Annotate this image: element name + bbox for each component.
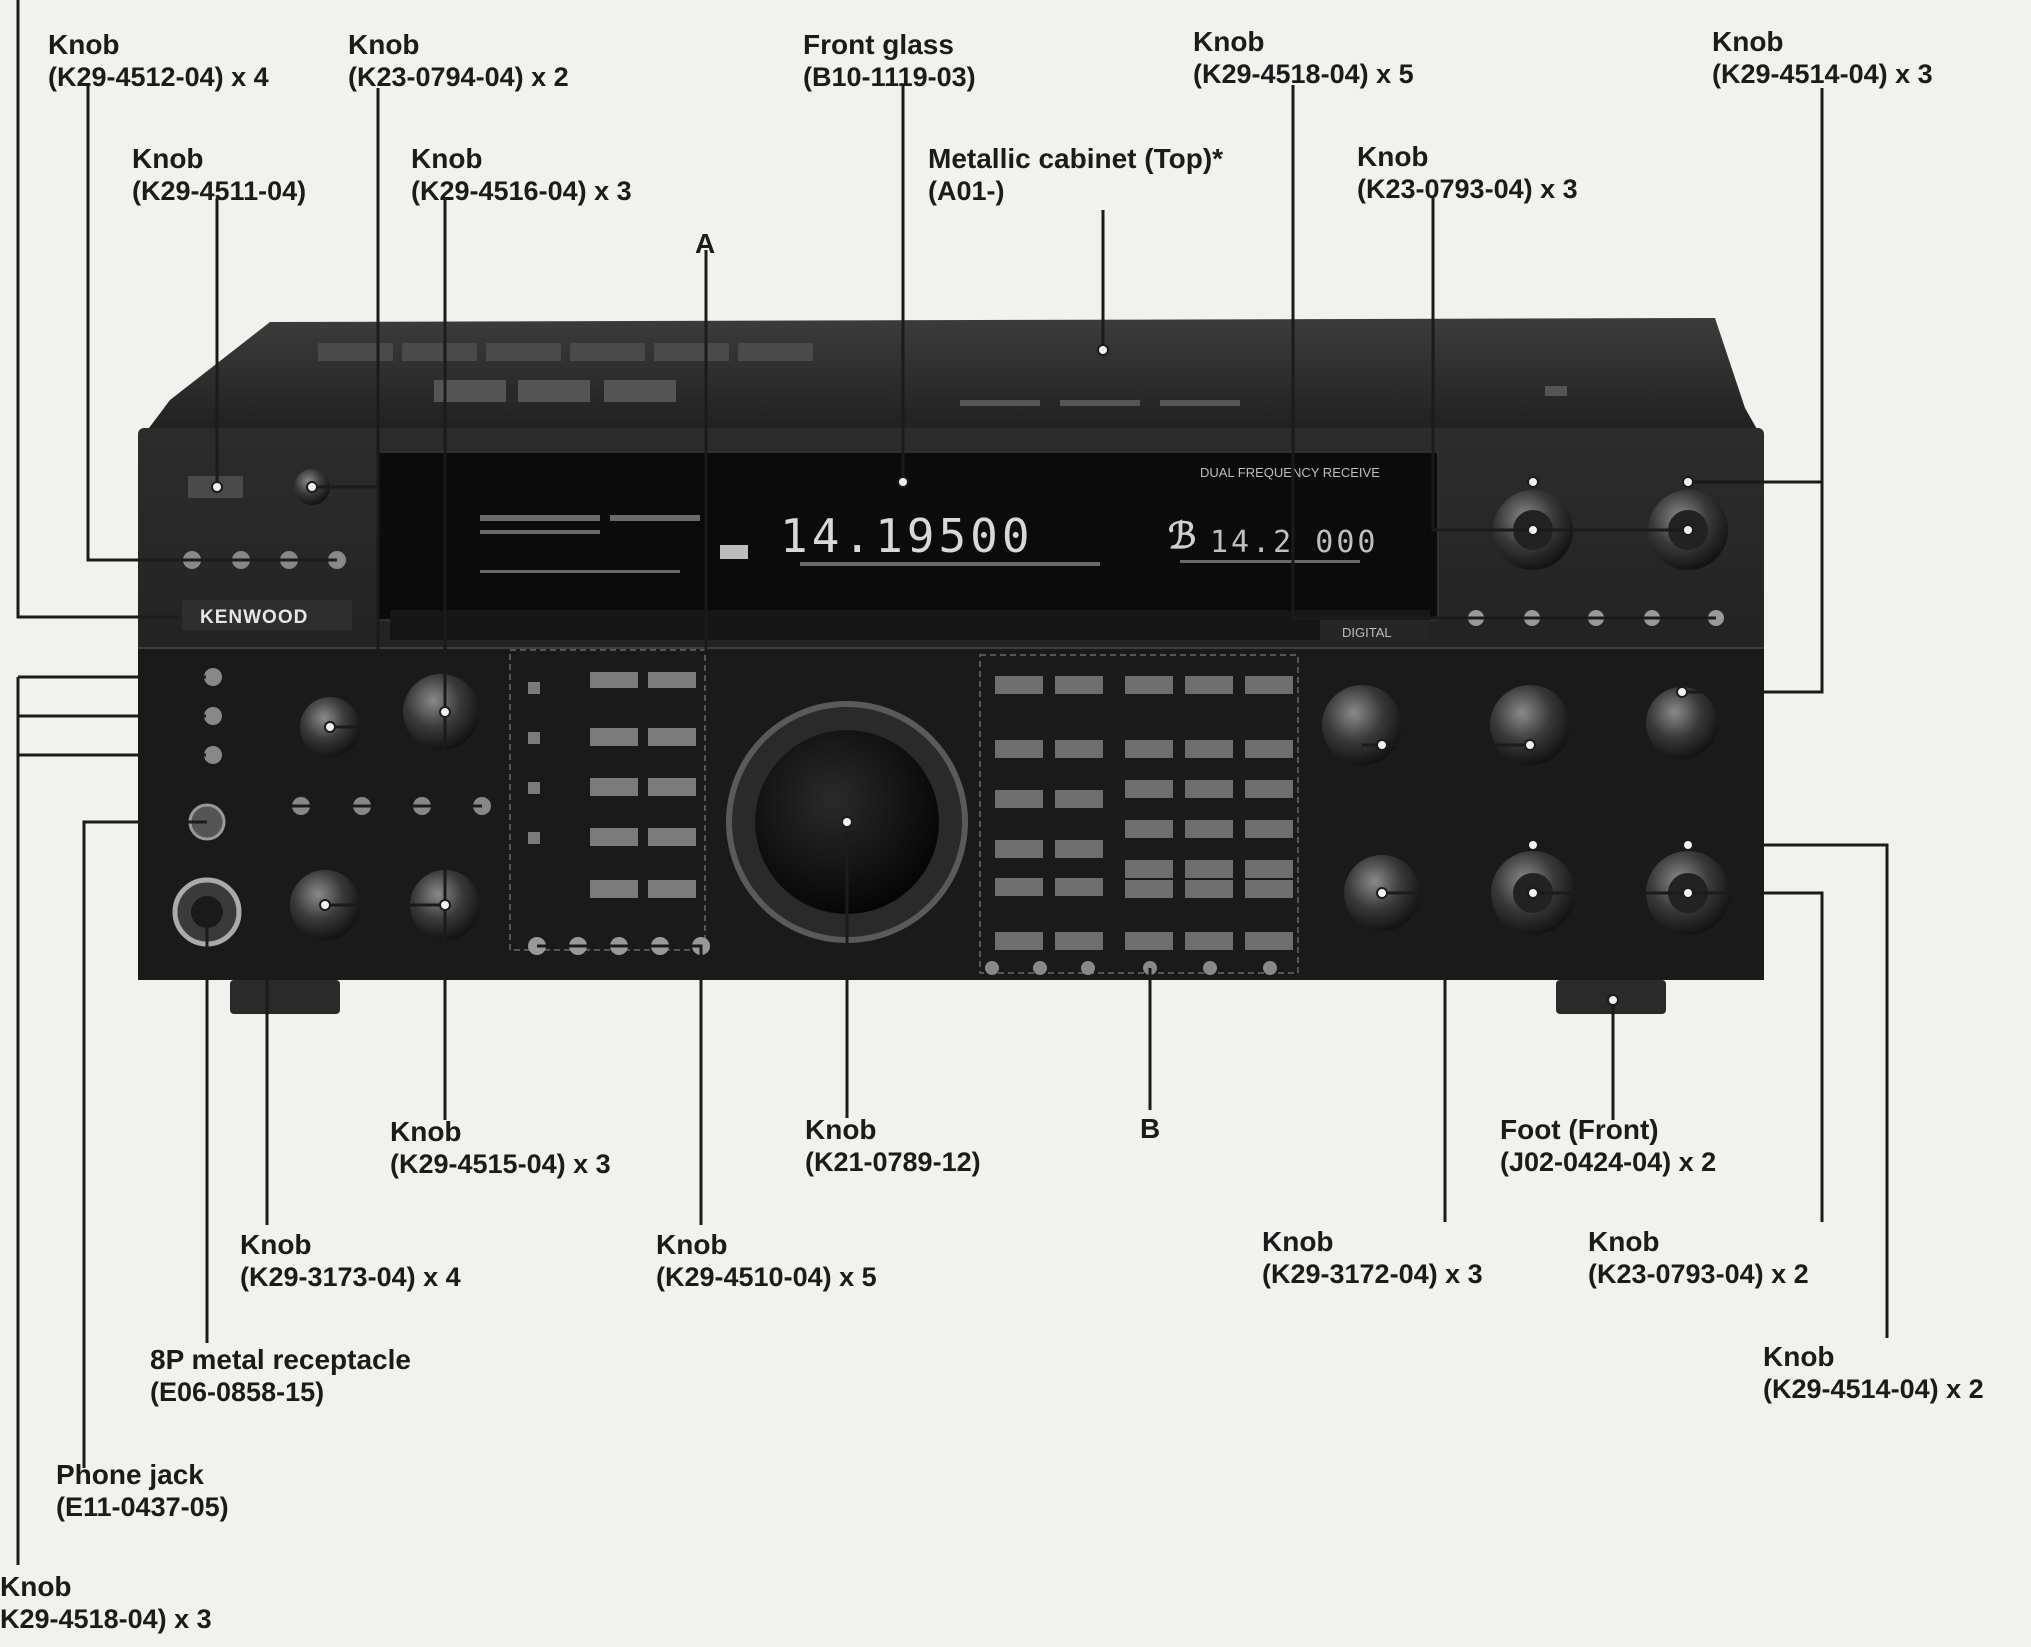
label-phone-jack: Phone jack (E11-0437-05) — [56, 1459, 229, 1522]
label-knob-k21-0789: Knob (K21-0789-12) — [805, 1114, 981, 1177]
display-top-text: DUAL FREQUENCY RECEIVE — [1200, 465, 1380, 480]
label-foot-front: Foot (Front) (J02-0424-04) x 2 — [1500, 1114, 1717, 1177]
label-knob-k29-4510: Knob (K29-4510-04) x 5 — [656, 1229, 877, 1292]
label-knob-k29-3172: Knob (K29-3172-04) x 3 — [1262, 1226, 1483, 1289]
label-knob-k29-4514-x3: Knob (K29-4514-04) x 3 — [1712, 26, 1933, 89]
front-panel: 14.19500 14.2 000 DUAL FREQUENCY RECEIVE… — [138, 428, 1764, 980]
label-knob-k23-0793-x2: Knob (K23-0793-04) x 2 — [1588, 1226, 1809, 1289]
display-logo-mark: ℬ — [1168, 515, 1196, 556]
label-front-glass: Front glass (B10-1119-03) — [803, 29, 976, 92]
marker-b: B — [1140, 1113, 1161, 1144]
main-frequency-readout: 14.19500 — [780, 509, 1034, 563]
label-knob-k29-4512: Knob (K29-4512-04) x 4 — [48, 29, 269, 92]
button-block-a — [509, 649, 706, 951]
brand-logo: KENWOOD — [200, 607, 308, 628]
marker-a: A — [695, 228, 716, 259]
leader-dots — [211, 344, 1694, 1006]
label-knob-k29-4515: Knob (K29-4515-04) x 3 — [390, 1116, 611, 1179]
right-lower-knob-2[interactable] — [1490, 685, 1570, 765]
label-knob-k23-0793-x3: Knob (K23-0793-04) x 3 — [1357, 141, 1578, 204]
leader-lines — [16, 0, 1889, 1565]
label-8p-receptacle: 8P metal receptacle (E06-0858-15) — [150, 1344, 411, 1407]
label-knob-k29-4516: Knob (K29-4516-04) x 3 — [411, 143, 632, 206]
label-knob-k29-4518-x3: Knob K29-4518-04) x 3 — [0, 1571, 212, 1634]
keypad-block-b — [979, 654, 1299, 974]
brand-plate — [182, 600, 352, 630]
label-knob-k29-3173: Knob (K29-3173-04) x 4 — [240, 1229, 461, 1292]
right-lower-knob-1[interactable] — [1322, 685, 1402, 765]
label-knob-k29-4518-x5: Knob (K29-4518-04) x 5 — [1193, 26, 1414, 89]
label-knob-k29-4514-x2: Knob (K29-4514-04) x 2 — [1763, 1341, 1984, 1404]
digital-label: DIGITAL — [1342, 625, 1392, 640]
cabinet-top — [140, 318, 1762, 440]
right-lower-knob-3[interactable] — [1646, 687, 1718, 759]
label-knob-k29-4511: Knob (K29-4511-04) — [132, 143, 307, 206]
label-metallic-cabinet: Metallic cabinet (Top)* (A01-) — [928, 143, 1224, 206]
label-knob-k23-0794: Knob (K23-0794-04) x 2 — [348, 29, 569, 92]
foot-left — [230, 980, 340, 1014]
